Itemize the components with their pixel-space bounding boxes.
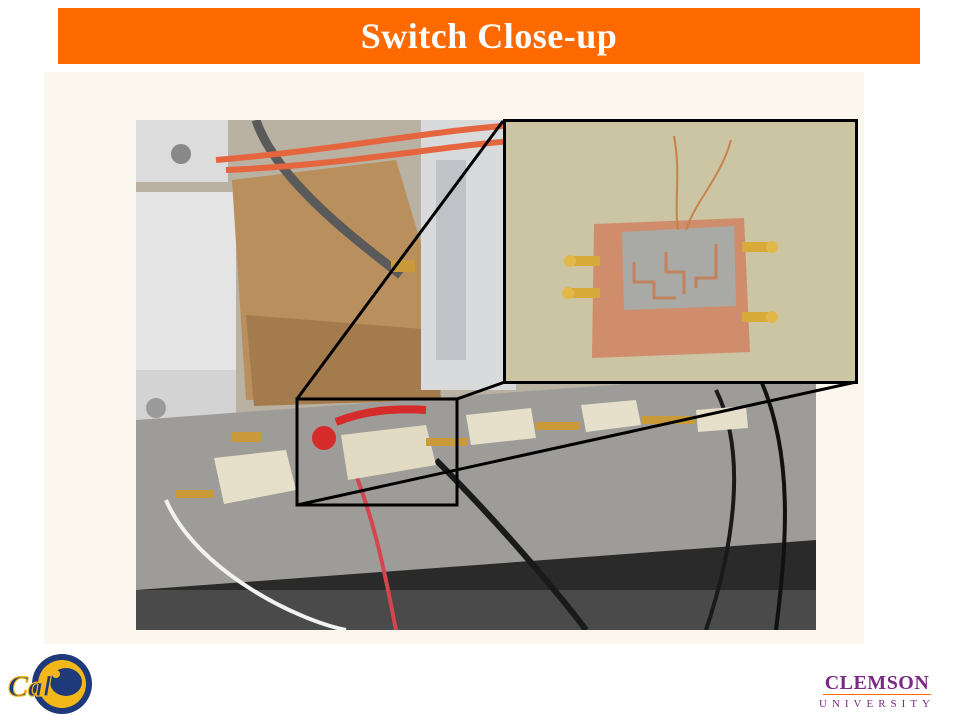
title-bar: Switch Close-up: [58, 8, 920, 64]
clemson-name: CLEMSON: [822, 672, 932, 695]
switch-closeup-photo: [506, 122, 855, 381]
clemson-university: UNIVERSITY: [819, 698, 935, 710]
switch-closeup-inset: [503, 119, 858, 384]
clemson-logo: CLEMSON UNIVERSITY: [812, 672, 942, 711]
cal-bear-logo-icon: Cal: [7, 654, 92, 714]
cal-logo-text: Cal: [8, 670, 52, 703]
slide-title: Switch Close-up: [360, 16, 618, 56]
cal-logo: Cal: [4, 648, 96, 718]
